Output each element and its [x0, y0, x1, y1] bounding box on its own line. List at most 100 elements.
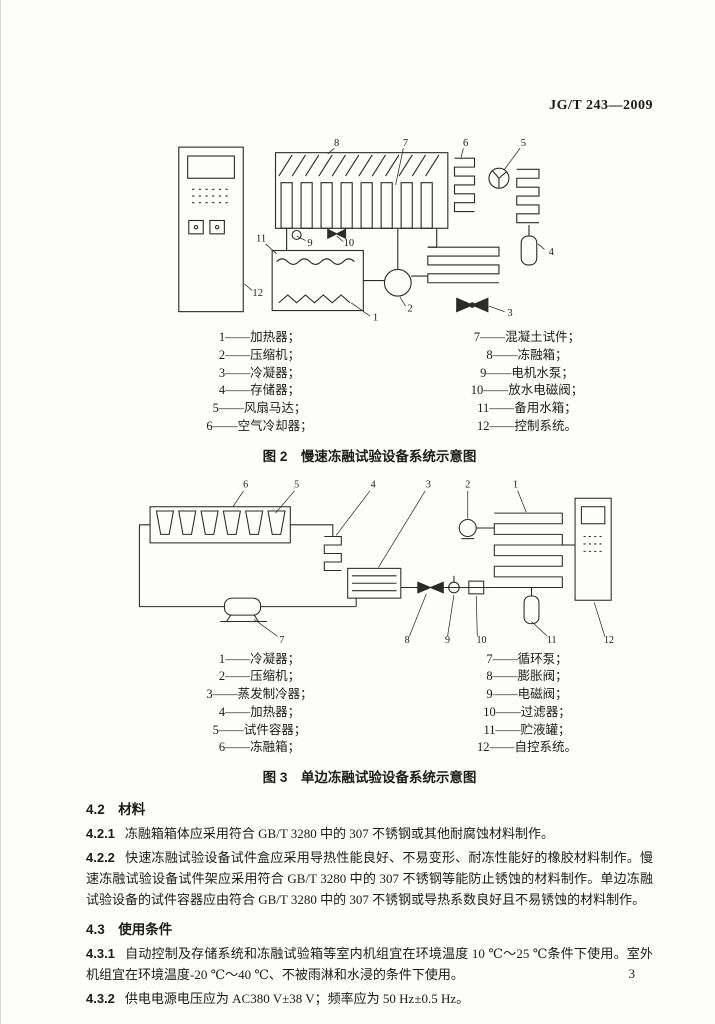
legend-item: 1——加热器；	[218, 330, 301, 344]
heater-element	[277, 294, 350, 304]
legend-item: 11——贮液罐；	[483, 722, 571, 737]
clause-number: 4.3.2	[86, 991, 115, 1007]
figure3-callouts: 1 2 3 4 5 6 7 8 9 10 11	[232, 479, 614, 645]
fig2-callout-1: 1	[372, 313, 377, 324]
clause-text: 冻融箱箱体应采用符合 GB/T 3280 中的 307 不锈钢或其他耐腐蚀材料制…	[124, 826, 555, 841]
motor-pump-icon	[291, 229, 302, 240]
clause-4-3-2: 4.3.2 供电电源电压应为 AC380 V±38 V；频率应为 50 Hz±0.…	[86, 988, 653, 1009]
legend-item: 8——冻融箱；	[486, 347, 568, 362]
fig3-callout-7: 7	[279, 634, 284, 645]
legend-item: 9——电磁阀；	[486, 687, 568, 701]
fig3-callout-2: 2	[465, 479, 470, 490]
control-panel	[574, 497, 612, 601]
fig3-callout-3: 3	[425, 479, 430, 490]
legend-item: 1——冷凝器；	[218, 651, 301, 666]
figure3-caption: 图 3 单边冻融试验设备系统示意图	[262, 770, 477, 785]
clause-text: 自动控制及存储系统和冻融试验箱等室内机组宜在环境温度 10 ℃～25 ℃条件下使…	[86, 946, 653, 983]
legend-item: 4——存储器；	[218, 383, 301, 398]
clause-number: 4.2.2	[86, 850, 115, 866]
figure2-callouts: 1 2 3 4 5 6 7 8 9 10 11	[243, 138, 554, 324]
figure3-block: 1 2 3 4 5 6 7 8 9 10 11	[86, 477, 653, 787]
legend-item: 10——放水电磁阀；	[470, 383, 584, 398]
clause-heading-4-3: 4.3 使用条件	[86, 922, 173, 938]
pipes	[138, 523, 575, 607]
fig3-callout-1: 1	[513, 479, 518, 490]
clause-4-2-1: 4.2.1 冻融箱箱体应采用符合 GB/T 3280 中的 307 不锈钢或其他耐…	[86, 823, 653, 844]
clause-text: 供电电源电压应为 AC380 V±38 V；频率应为 50 Hz±0.5 Hz。	[124, 991, 470, 1007]
compressor-icon	[458, 518, 477, 539]
specimen-containers	[155, 509, 286, 535]
fig3-callout-10: 10	[476, 634, 486, 645]
fig2-callout-7: 7	[402, 138, 407, 149]
fig2-callout-2: 2	[407, 304, 412, 315]
legend-item: 5——风扇马达；	[212, 401, 307, 415]
expansion-valve-icon	[416, 580, 444, 594]
clause-number: 4.3.1	[86, 946, 115, 962]
solenoid-valve-icon	[447, 575, 460, 593]
water-hatch	[277, 154, 439, 177]
fig3-callout-8: 8	[404, 634, 409, 645]
clause-text: 快速冻融试验设备试件盒应采用导热性能良好、不易变形、耐冻性能好的橡胶材料制作。慢…	[86, 850, 653, 908]
legend-item: 3——冷凝器；	[218, 365, 301, 380]
figure2-diagram: 1 2 3 4 5 6 7 8 9 10 11	[177, 138, 554, 324]
fig3-callout-5: 5	[294, 479, 299, 490]
liquid-tank	[523, 594, 539, 624]
filter-icon	[467, 580, 484, 594]
doc-number: JG/T 243—2009	[549, 98, 653, 113]
legend-item: 2——压缩机；	[218, 347, 301, 362]
specimen-rack	[280, 182, 433, 229]
legend-item: 3——蒸发制冷器；	[206, 687, 313, 701]
control-cabinet	[177, 146, 244, 313]
fig2-callout-9: 9	[307, 238, 312, 249]
page-number: 3	[628, 966, 636, 981]
compressor-icon	[383, 268, 412, 297]
drain-valve-icon	[326, 228, 346, 240]
spare-water-tank	[271, 249, 364, 312]
fig2-callout-4: 4	[548, 247, 554, 258]
figure3-legend: 1——冷凝器； 2——压缩机； 3——蒸发制冷器； 4——加热器； 5——试件容…	[118, 651, 653, 758]
fig2-callout-3: 3	[507, 308, 512, 319]
evaporator-box	[346, 567, 401, 599]
legend-item: 12——控制系统。	[476, 418, 577, 433]
fig3-callout-6: 6	[243, 479, 248, 490]
figure2-caption: 图 2 慢速冻融试验设备系统示意图	[262, 448, 477, 464]
legend-item: 6——冻融箱；	[218, 740, 301, 755]
clause-4-2: 4.2 材料 4.2.1 冻融箱箱体应采用符合 GB/T 3280 中的 307 …	[86, 798, 653, 910]
legend-item: 6——空气冷却器；	[206, 418, 313, 433]
condenser-coil	[426, 246, 500, 284]
fig3-callout-4: 4	[370, 479, 375, 490]
fig3-callout-12: 12	[604, 634, 614, 645]
fig2-callout-6: 6	[462, 138, 467, 149]
legend-item: 4——加热器；	[218, 704, 301, 719]
fig2-callout-8: 8	[334, 138, 339, 149]
clause-number: 4.2.1	[86, 826, 115, 841]
fig3-callout-11: 11	[546, 634, 556, 645]
fig3-callout-9: 9	[445, 634, 450, 645]
fig2-callout-5: 5	[520, 138, 525, 149]
fan-motor-icon	[487, 167, 510, 189]
circulation-pump	[219, 597, 267, 622]
fig2-callout-11: 11	[255, 234, 265, 245]
figure2-block: 1 2 3 4 5 6 7 8 9 10 11	[86, 136, 653, 465]
fan-icon	[455, 297, 488, 313]
condenser-coil	[493, 512, 563, 588]
legend-item: 10——过滤器；	[483, 704, 571, 719]
legend-item: 9——电机水泵；	[480, 365, 574, 380]
heater-coil	[323, 535, 342, 571]
figure2-legend: 1——加热器； 2——压缩机； 3——冷凝器； 4——存储器； 5——风扇马达；…	[118, 329, 653, 436]
legend-item: 2——压缩机；	[218, 669, 301, 684]
legend-item: 8——膨胀阀；	[486, 669, 568, 684]
fig2-callout-10: 10	[343, 238, 354, 249]
legend-item: 7——混凝土试件；	[473, 330, 581, 344]
figure3-diagram: 1 2 3 4 5 6 7 8 9 10 11	[138, 479, 614, 645]
pipes	[285, 224, 530, 282]
clause-heading-4-2: 4.2 材料	[86, 802, 146, 817]
receiver-tank	[520, 235, 537, 266]
fig2-callout-12: 12	[252, 288, 263, 299]
legend-item: 11——备用水箱；	[477, 401, 577, 415]
legend-item: 5——试件容器；	[212, 722, 307, 737]
